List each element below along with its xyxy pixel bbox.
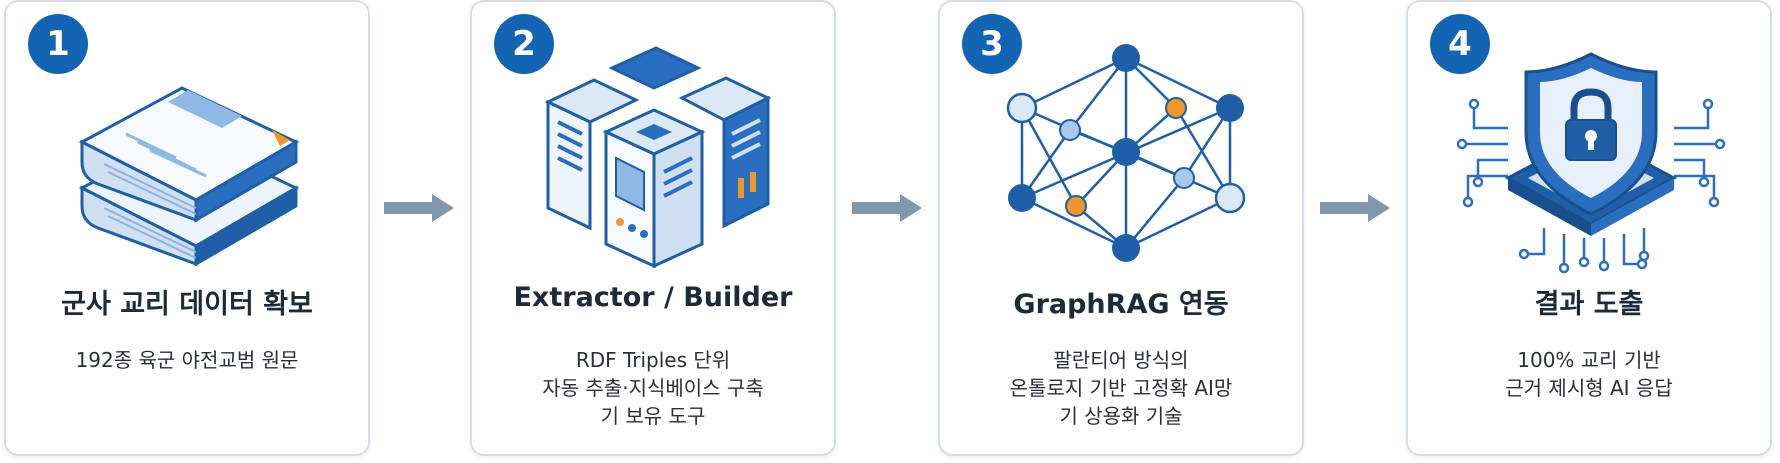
step-card-3: 3 GraphRAG 연동 팔란티어 방식의 온톨로지 기반 고정확 AI망 기 [938,0,1304,456]
step-number-badge: 4 [1430,14,1490,74]
knowledge-graph-icon [980,38,1266,274]
step-description: 100% 교리 기반 근거 제시형 AI 응답 [1408,346,1770,402]
step-description: 팔란티어 방식의 온톨로지 기반 고정확 AI망 기 상용화 기술 [940,346,1302,430]
step-description-line: RDF Triples 단위 [575,348,731,372]
step-card-4: 4 [1406,0,1772,456]
step-number-badge: 2 [494,14,554,74]
shield-lock-chip-icon [1448,38,1734,274]
step-description-line: 근거 제시형 AI 응답 [1505,376,1673,400]
server-rack-icon [512,38,798,274]
flow-arrow-icon [384,194,454,222]
step-title: Extractor / Builder [513,282,793,313]
step-description-line: 자동 추출·지식베이스 구축 [542,376,764,400]
step-description: 192종 육군 야전교범 원문 [6,346,368,374]
step-title: GraphRAG 연동 [1013,289,1229,320]
step-description-line: 기 보유 도구 [600,404,706,428]
step-number-badge: 1 [28,14,88,74]
step-description-line: 팔란티어 방식의 [1053,348,1189,372]
flow-arrow-icon [1320,194,1390,222]
manual-books-icon [46,38,332,274]
step-description-line: 온톨로지 기반 고정확 AI망 [1009,376,1233,400]
flow-arrow-icon [852,194,922,222]
step-description-line: 100% 교리 기반 [1517,348,1661,372]
step-description-line: 기 상용화 기술 [1059,404,1183,428]
step-description: RDF Triples 단위 자동 추출·지식베이스 구축 기 보유 도구 [472,346,834,430]
step-number-badge: 3 [962,14,1022,74]
step-title: 군사 교리 데이터 확보 [61,289,313,320]
step-title: 결과 도출 [1534,289,1644,320]
step-card-1: 1 군사 교리 데이터 확보 192종 육군 야전교범 원문 [4,0,370,456]
step-description-line: 192종 육군 야전교범 원문 [75,348,299,372]
step-card-2: 2 Extractor / Builder [470,0,836,456]
